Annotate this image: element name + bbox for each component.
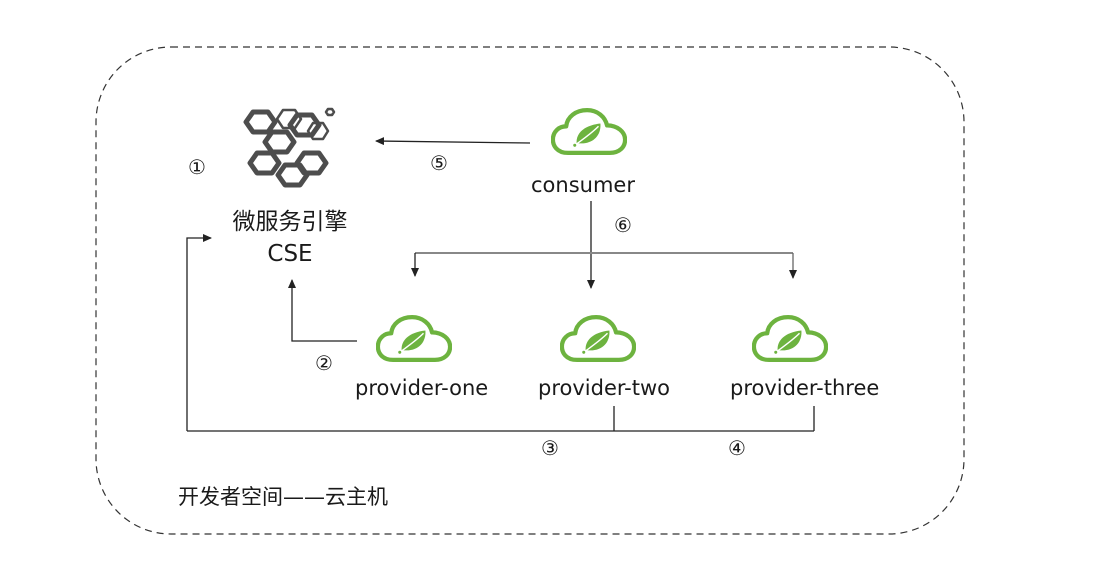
hexagon-cluster-icon	[243, 107, 336, 188]
dev-space-container	[95, 46, 965, 535]
step-5-label: ⑤	[430, 151, 448, 175]
step-6-label: ⑥	[614, 213, 632, 237]
edge-consumer-to-providers	[411, 201, 797, 289]
edge-provider-one-to-cse	[288, 279, 357, 342]
step-4-label: ④	[728, 436, 746, 460]
provider-three-label: provider-three	[730, 376, 880, 400]
cse-name-cn: 微服务引擎	[232, 209, 348, 235]
cse-name-en: CSE	[267, 241, 313, 267]
consumer-label: consumer	[531, 173, 635, 197]
provider-three-spring-icon	[754, 317, 826, 360]
step-2-label: ②	[315, 351, 333, 375]
step-3-label: ③	[541, 436, 559, 460]
provider-two-label: provider-two	[538, 376, 670, 400]
consumer-spring-icon	[553, 110, 625, 153]
container-caption: 开发者空间——云主机	[178, 485, 388, 509]
provider-one-label: provider-one	[355, 376, 489, 400]
edge-consumer-to-cse	[375, 137, 531, 146]
cse-title: 微服务引擎 CSE	[215, 206, 365, 270]
provider-one-spring-icon	[378, 317, 450, 360]
step-1-label: ①	[188, 155, 206, 179]
provider-two-spring-icon	[562, 317, 634, 360]
edge-providers-to-cse	[186, 234, 815, 432]
